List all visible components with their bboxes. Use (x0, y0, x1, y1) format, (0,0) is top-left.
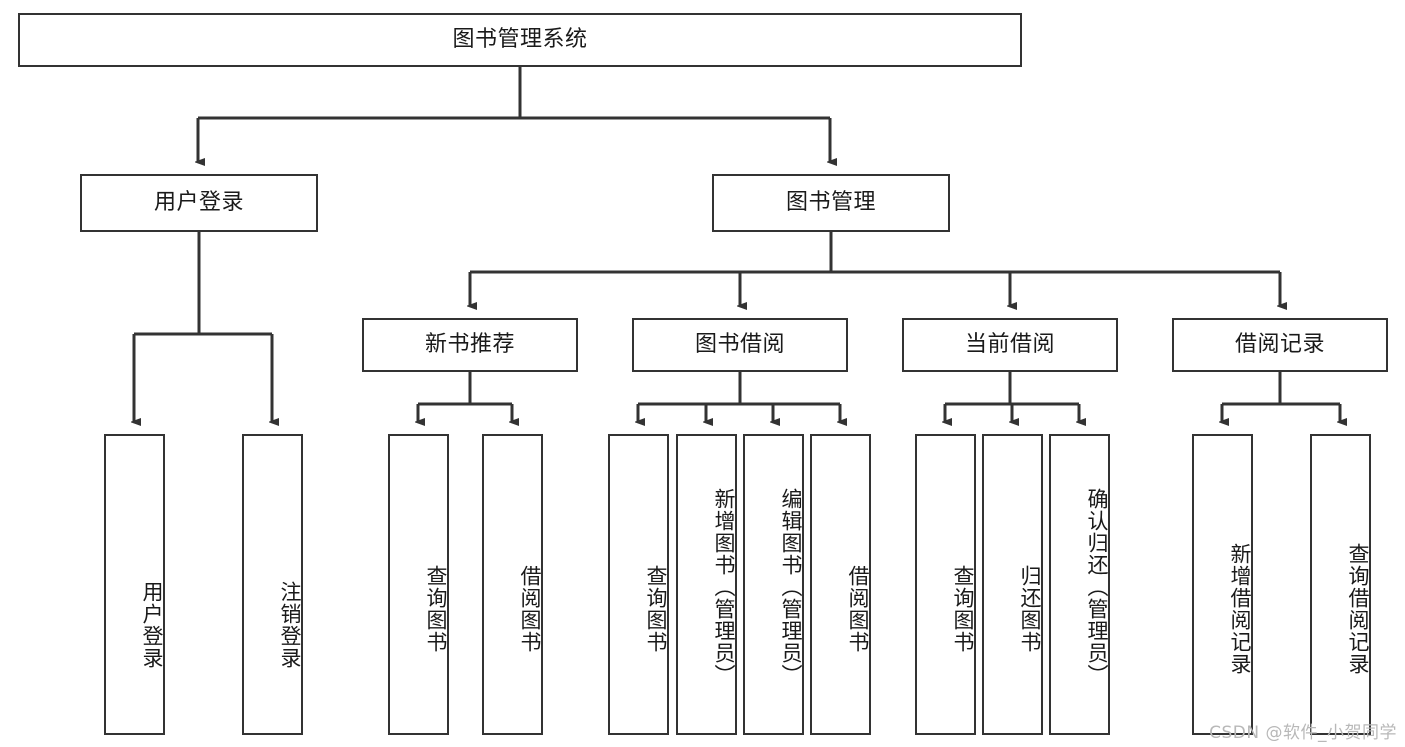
connector-current-to-leaves (945, 372, 1079, 422)
connector-borrow-to-leaves (638, 372, 840, 422)
node-leaf-9[interactable]: 查询图书 (915, 434, 976, 735)
node-leaf-11[interactable]: 确认归还（管理员） (1049, 434, 1110, 735)
connector-records-to-leaves (1222, 372, 1340, 422)
node-level2-1[interactable]: 用户登录 (80, 174, 318, 232)
node-leaf-6[interactable]: 新增图书（管理员） (676, 434, 737, 735)
watermark-text: CSDN @软件_小贺同学 (1209, 723, 1397, 743)
connector-root-to-level2 (198, 67, 830, 162)
node-level3-3[interactable]: 当前借阅 (902, 318, 1118, 372)
connector-newbook-to-leaves (418, 372, 512, 422)
node-leaf-10[interactable]: 归还图书 (982, 434, 1043, 735)
node-leaf-13[interactable]: 查询借阅记录 (1310, 434, 1371, 735)
node-level3-2[interactable]: 图书借阅 (632, 318, 848, 372)
node-leaf-1[interactable]: 用户登录 (104, 434, 165, 735)
node-level3-1[interactable]: 新书推荐 (362, 318, 578, 372)
node-leaf-12[interactable]: 新增借阅记录 (1192, 434, 1253, 735)
node-root-system[interactable]: 图书管理系统 (18, 13, 1022, 67)
node-leaf-3[interactable]: 查询图书 (388, 434, 449, 735)
node-level3-4[interactable]: 借阅记录 (1172, 318, 1388, 372)
node-level2-2[interactable]: 图书管理 (712, 174, 950, 232)
node-leaf-5[interactable]: 查询图书 (608, 434, 669, 735)
node-leaf-8[interactable]: 借阅图书 (810, 434, 871, 735)
node-leaf-7[interactable]: 编辑图书（管理员） (743, 434, 804, 735)
node-leaf-4[interactable]: 借阅图书 (482, 434, 543, 735)
connector-userlogin-to-leaves (134, 232, 272, 422)
connector-bookmgmt-to-level3 (470, 232, 1280, 306)
node-leaf-2[interactable]: 注销登录 (242, 434, 303, 735)
